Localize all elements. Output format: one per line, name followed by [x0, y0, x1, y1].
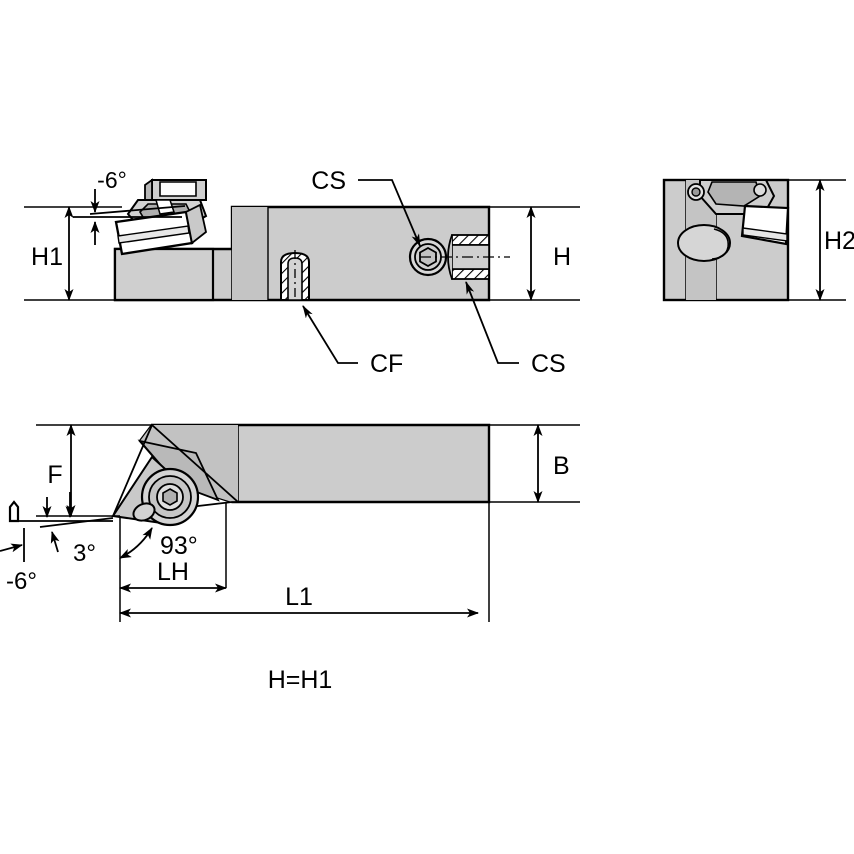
side-view-shade-band: [232, 207, 268, 300]
end-view-coolant-oval: [677, 224, 731, 262]
leader-cs-top: CS: [311, 167, 421, 247]
cf-coolant-fitting: [280, 250, 310, 301]
angle-93-label: 93°: [160, 532, 198, 560]
angle-3-angled-line: [39, 517, 114, 528]
end-view-screw-socket: [691, 187, 701, 197]
insert-seat-side: [184, 203, 208, 245]
end-view-coolant-arc: [711, 228, 730, 260]
cs-round-port: [408, 237, 448, 277]
cf-fitting-bore: [287, 257, 303, 301]
f-label: F: [47, 461, 62, 489]
neg6-arrow-bottom-left: [0, 543, 23, 553]
dimension-h1: H1: [24, 206, 122, 301]
clamp-screw-side-boss: [132, 502, 156, 522]
clamp-screw-hex-socket: [162, 488, 178, 506]
cs-bottom-label: CS: [531, 350, 566, 378]
annotation-angle-neg6-top: -6°: [73, 167, 186, 245]
cs-boss-bottom-flange: [451, 268, 490, 280]
plan-view-clamp-screw: [132, 467, 200, 527]
lh-label: LH: [157, 558, 189, 586]
l1-label: L1: [285, 583, 313, 611]
clamp-top-face: [159, 181, 197, 197]
insert-profile-symbol: [8, 500, 20, 523]
annotation-angle-93: 93°: [119, 527, 198, 560]
angle-93-arc-arrow: [119, 527, 153, 559]
cs-top-label: CS: [311, 167, 346, 195]
dimension-h: H: [489, 206, 580, 301]
side-view-head-block: [113, 247, 215, 302]
cf-leader-line: [302, 305, 358, 364]
angle-neg6-bottom-label: -6°: [6, 568, 37, 595]
end-view: H2: [662, 178, 854, 302]
dimension-lh: LH: [119, 502, 227, 598]
cs-side-boss: [420, 234, 510, 280]
end-view-screw-head-2: [753, 183, 767, 197]
plan-view: F 3° -6° 93° B: [0, 423, 580, 622]
cutting-insert-edge-band: [117, 225, 190, 244]
note-h-equals-h1: H=H1: [268, 666, 333, 694]
b-label: B: [553, 452, 570, 480]
end-view-clamp-assembly: [687, 179, 790, 246]
cs-top-leader-line: [358, 179, 421, 247]
angle-neg6-top-label: -6°: [97, 167, 127, 193]
side-elevation-view: H1 -6° H CS CS CF: [24, 167, 580, 378]
angle-3-arrow-up: [50, 531, 60, 553]
annotation-angles-bottom: 3° -6°: [0, 492, 114, 595]
cs-boss-top-flange: [451, 234, 490, 246]
cf-label: CF: [370, 350, 403, 378]
dimension-h2: H2: [780, 179, 854, 301]
angle-3-label: 3°: [73, 540, 96, 567]
dimension-b: B: [489, 424, 580, 503]
end-view-insert-band: [742, 227, 788, 242]
neg6-angled-line: [89, 205, 186, 215]
leader-cf: CF: [302, 305, 403, 378]
cs-bottom-leader-line: [465, 281, 519, 364]
h-label: H: [553, 243, 571, 271]
h1-label: H1: [31, 243, 63, 271]
leader-cs-bottom: CS: [465, 281, 566, 378]
dimension-l1: L1: [119, 502, 490, 622]
side-view-clamp-assembly: [114, 178, 208, 256]
h2-label: H2: [824, 227, 854, 255]
